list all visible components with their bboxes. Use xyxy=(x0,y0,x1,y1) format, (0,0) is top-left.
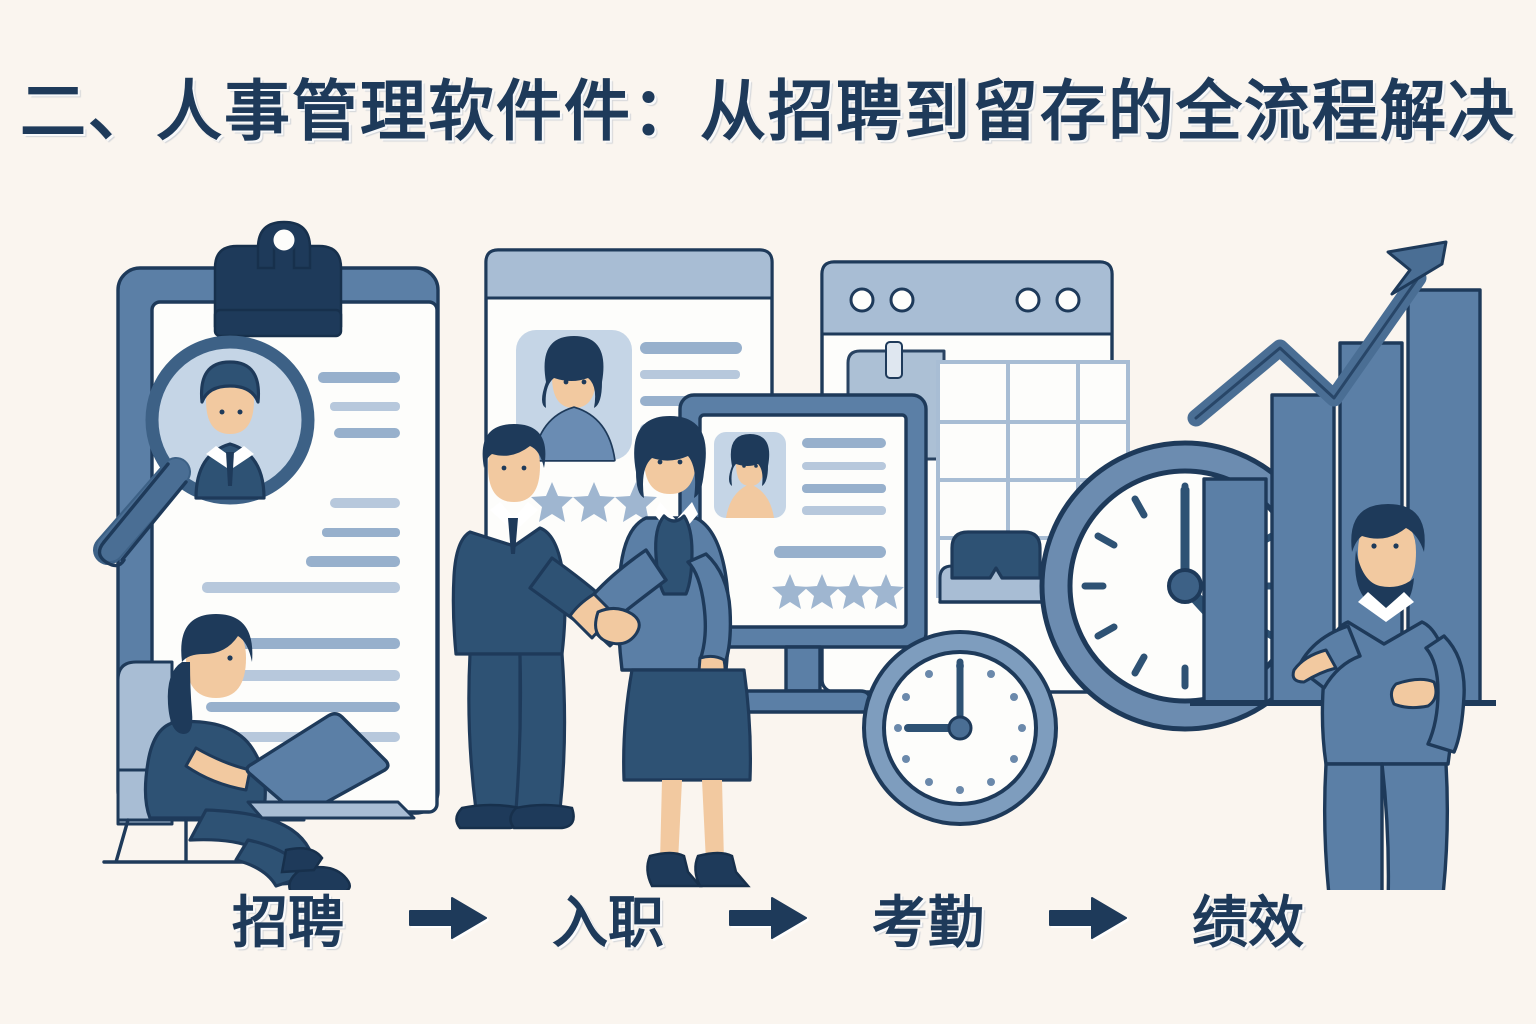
flow-step-recruit[interactable]: 招聘 xyxy=(232,890,344,954)
candidate-card-rating xyxy=(531,482,657,522)
document-stack-icon xyxy=(938,530,1052,604)
page-title: 二、人事管理软件件：从招聘到留存的全流程解决 xyxy=(20,74,1516,148)
laptop-icon xyxy=(245,712,416,820)
calendar-rings xyxy=(849,287,1081,313)
arrow-right-icon xyxy=(1028,894,1148,942)
trend-arrow-up-icon xyxy=(1187,240,1448,427)
flow-step-attendance[interactable]: 考勤 xyxy=(872,890,984,954)
arrow-right-icon xyxy=(388,894,508,942)
clipboard-clip-icon xyxy=(213,220,343,338)
candidate-review-monitor xyxy=(678,393,928,714)
magnifier-icon xyxy=(93,335,315,568)
male-portrait-in-magnifier xyxy=(194,360,266,500)
bar-1 xyxy=(1202,477,1268,704)
businesswoman-in-suit xyxy=(568,416,752,888)
resume-text-lines xyxy=(202,372,400,742)
woman-avatar-icon xyxy=(516,330,632,462)
flow-step-onboard[interactable]: 入职 xyxy=(552,890,664,954)
monitor-avatar-icon xyxy=(714,432,786,518)
illustration-canvas: .ink { stroke:#1e3a5a; stroke-width:3.4;… xyxy=(0,150,1536,890)
seated-woman-with-laptop xyxy=(102,614,416,890)
standing-bearded-man xyxy=(1291,504,1466,890)
small-wall-clock xyxy=(862,630,1058,826)
flow-step-performance[interactable]: 绩效 xyxy=(1192,890,1304,954)
monitor-rating xyxy=(772,574,904,609)
small-clock-markers xyxy=(894,662,1026,794)
monitor-text-lines xyxy=(774,438,886,558)
handshake-scene xyxy=(451,416,752,888)
arrow-right-icon xyxy=(708,894,828,942)
process-flow: 招聘 入职 考勤 绩效 xyxy=(0,868,1536,968)
